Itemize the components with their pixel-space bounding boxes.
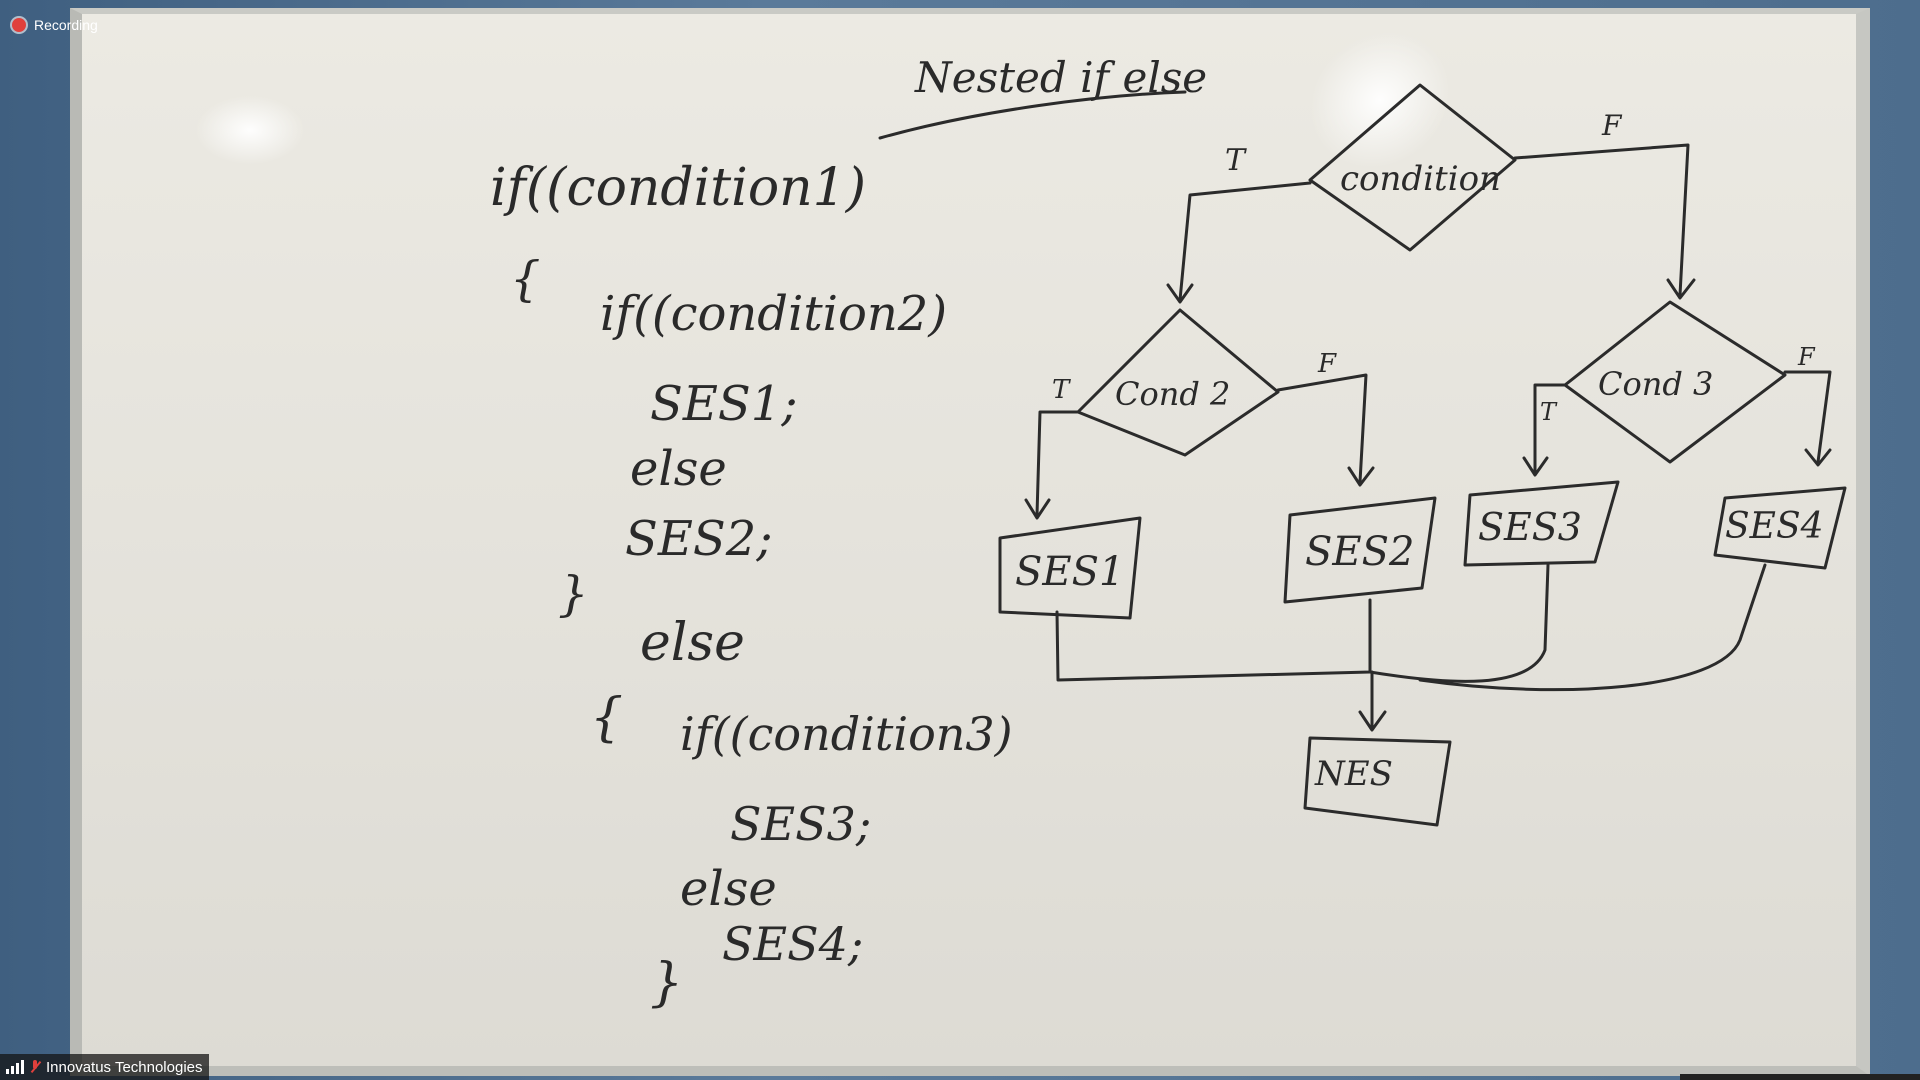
cond1-true-branch: [1178, 181, 1312, 302]
video-edge: [1680, 1074, 1920, 1080]
light-glare: [195, 95, 305, 165]
condition2-diamond: [1076, 308, 1280, 457]
board-title: Nested if else: [914, 53, 1207, 102]
arrow-head: [1166, 283, 1194, 304]
cond2-true-branch: [1035, 410, 1080, 517]
code-line-6: SES2;: [625, 511, 773, 567]
code-line-3: if((condition2): [600, 286, 947, 342]
code-line-4: SES1;: [650, 376, 798, 432]
ses1-box: [998, 516, 1142, 620]
arrow-head: [1358, 710, 1387, 732]
code-line-12: else: [680, 861, 777, 917]
ses3-label: SES3: [1478, 505, 1582, 549]
condition3-label: Cond 3: [1598, 365, 1713, 403]
true-label: T: [1225, 143, 1247, 178]
merge-line: [1418, 563, 1767, 692]
false-label: F: [1317, 349, 1337, 379]
ses4-label: SES4: [1725, 506, 1824, 547]
arrow-head: [1666, 278, 1696, 300]
arrow-head: [1347, 466, 1375, 487]
merge-line: [1055, 598, 1372, 682]
true-label: T: [1540, 398, 1558, 426]
ses3-box: [1463, 480, 1620, 567]
condition3-diamond: [1563, 300, 1787, 464]
participant-name: Innovatus Technologies: [46, 1058, 203, 1076]
cond2-false-branch: [1276, 373, 1368, 484]
ses2-box: [1283, 496, 1437, 604]
false-label: F: [1797, 343, 1816, 371]
participant-name-bar: Innovatus Technologies: [0, 1054, 209, 1080]
code-line-8: else: [640, 613, 745, 673]
code-line-1: if((condition1): [490, 158, 866, 218]
recording-indicator: Recording: [12, 14, 98, 36]
ses2-label: SES2: [1305, 529, 1414, 575]
code-line-7: }: [558, 566, 589, 622]
code-line-14: }: [650, 953, 683, 1013]
arrow-head: [1804, 448, 1832, 467]
ses1-label: SES1: [1015, 549, 1124, 595]
record-icon: [12, 18, 26, 32]
condition2-label: Cond 2: [1115, 375, 1230, 413]
cond1-false-branch: [1513, 143, 1690, 297]
muted-mic-icon[interactable]: [30, 1060, 40, 1074]
condition1-diamond: [1308, 83, 1517, 252]
nes-box: [1303, 736, 1452, 827]
true-label: T: [1052, 375, 1071, 405]
cond3-false-branch: [1783, 370, 1832, 464]
cond3-true-branch: [1533, 383, 1567, 474]
code-line-9: {: [590, 688, 623, 748]
condition1-label: condition: [1340, 159, 1501, 199]
false-label: F: [1601, 109, 1623, 142]
title-underline: [878, 90, 1187, 140]
whiteboard: [70, 8, 1870, 1076]
code-line-13: SES4;: [722, 917, 863, 971]
merge-line: [1368, 563, 1550, 683]
signal-strength-icon: [6, 1060, 24, 1074]
arrow-head: [1024, 498, 1051, 520]
code-line-11: SES3;: [730, 797, 871, 851]
code-line-2: {: [510, 251, 541, 307]
nes-label: NES: [1314, 754, 1393, 794]
code-line-10: if((condition3): [680, 707, 1013, 761]
arrow-head: [1522, 456, 1549, 477]
recording-label: Recording: [34, 17, 98, 33]
ses4-box: [1713, 486, 1847, 570]
code-line-5: else: [630, 441, 727, 497]
